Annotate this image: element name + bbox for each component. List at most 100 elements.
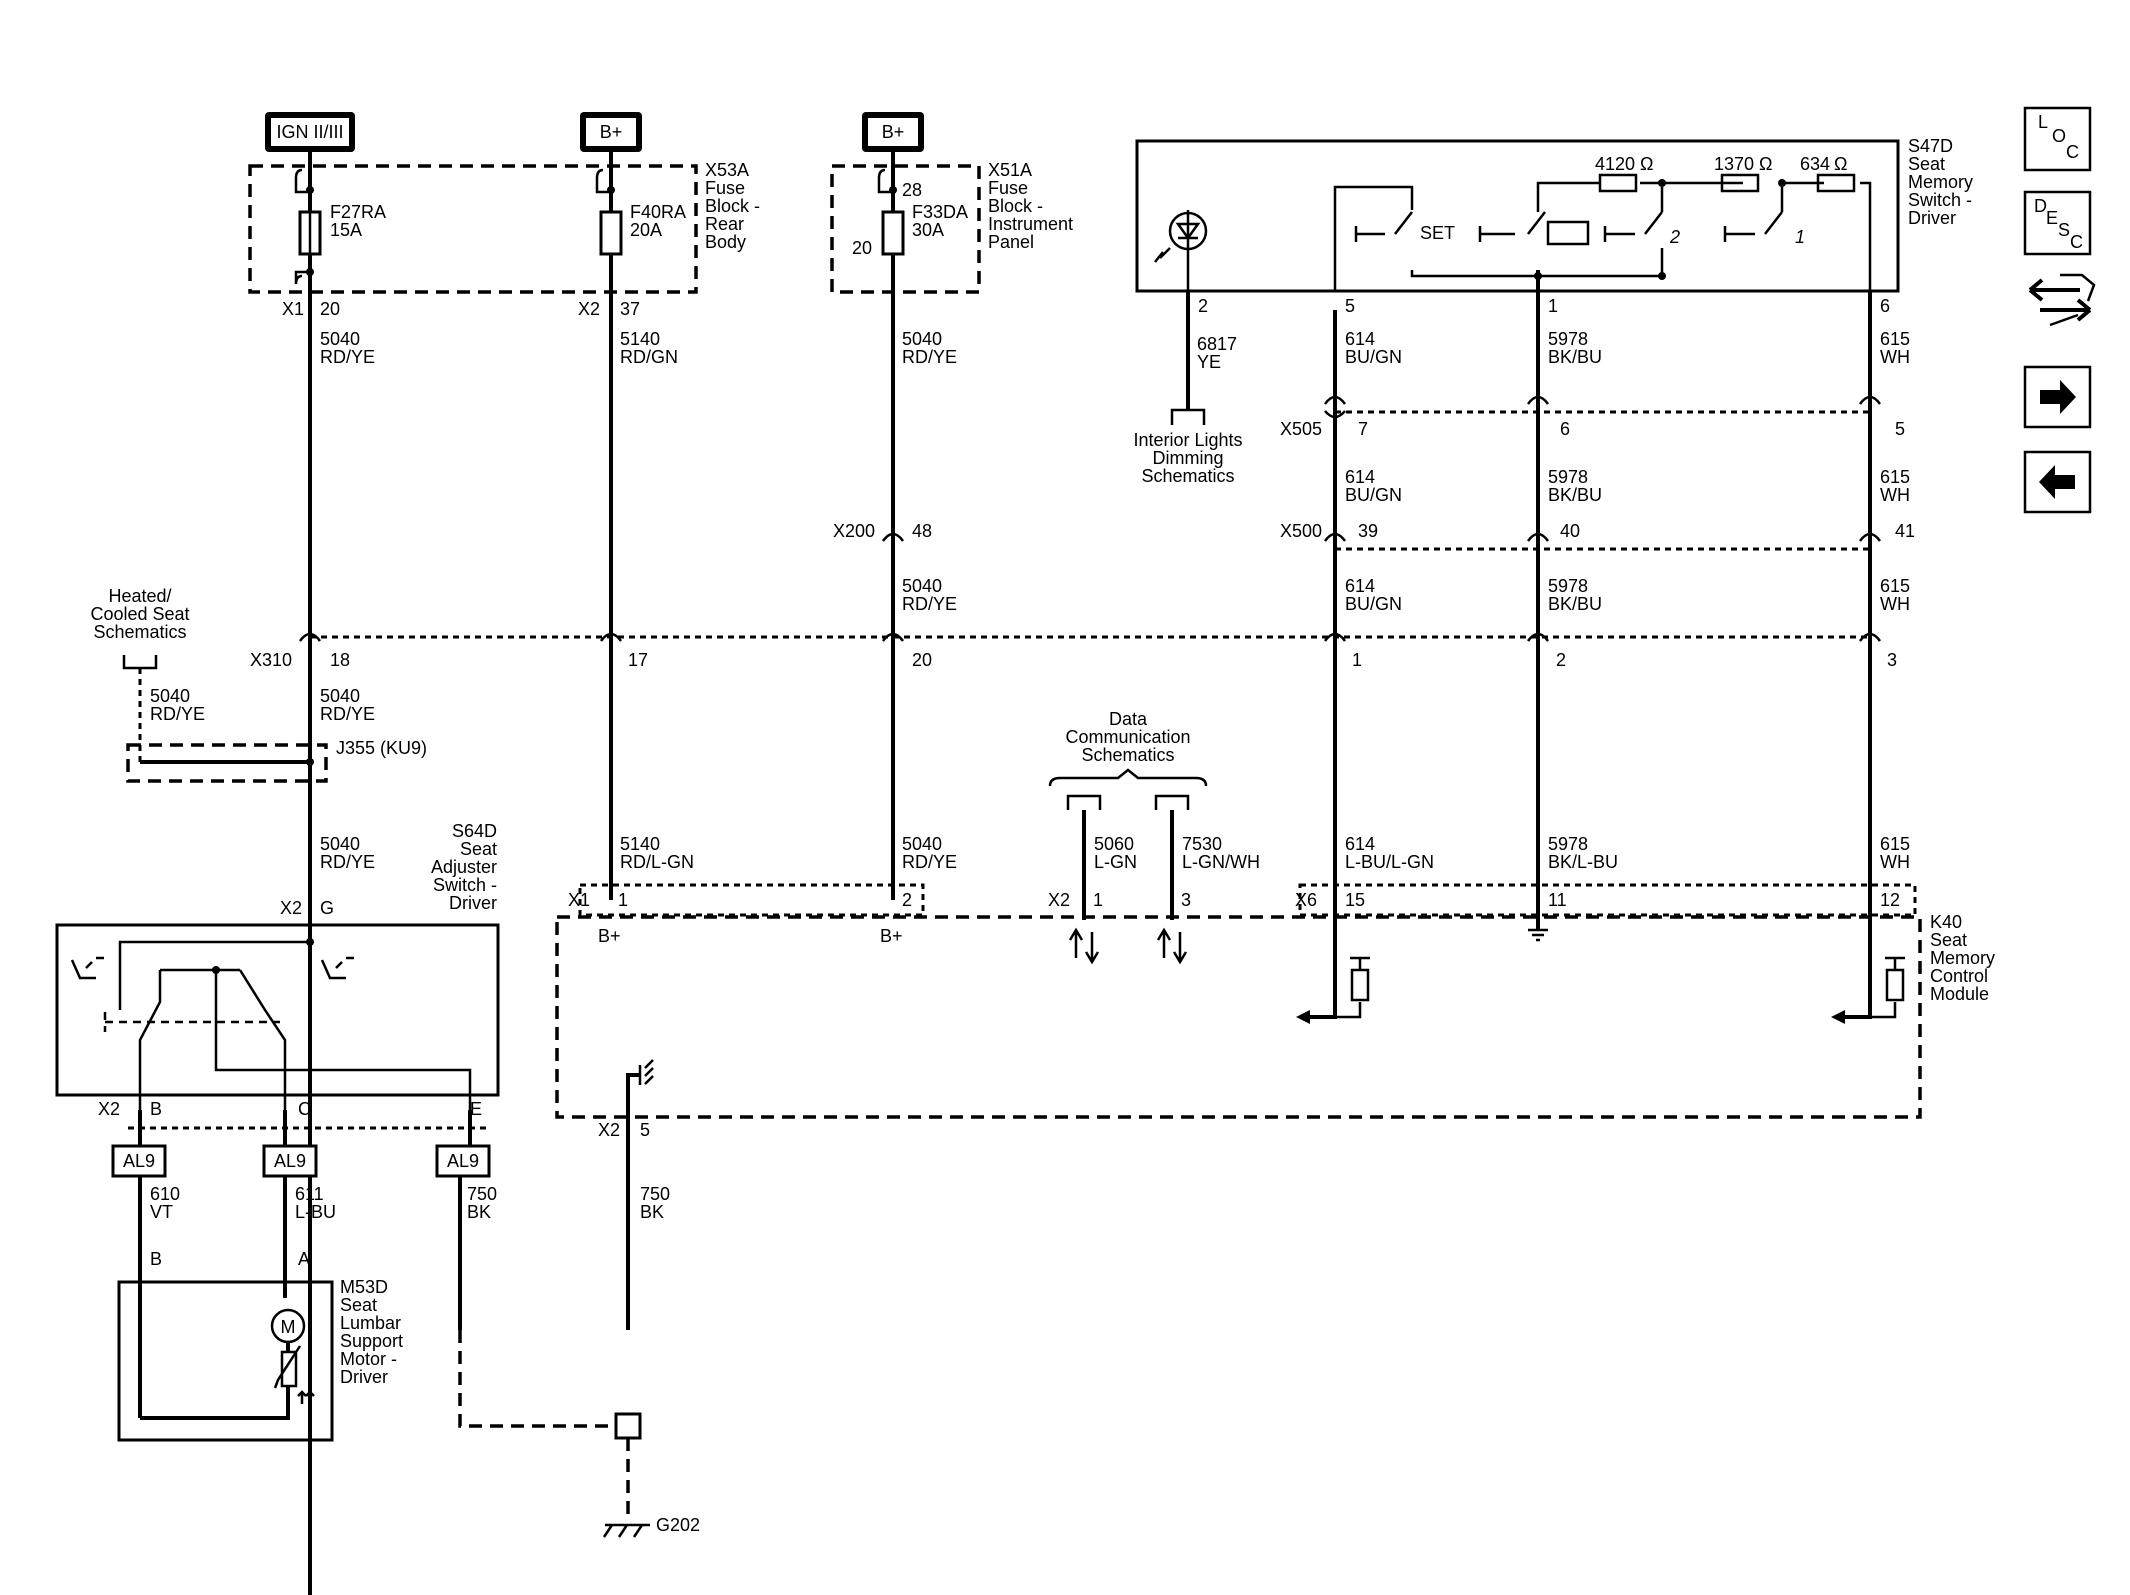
svg-text:RD/YE: RD/YE: [320, 852, 375, 872]
ground-icon: [602, 1523, 650, 1538]
svg-text:O: O: [2052, 126, 2066, 146]
conn-x2-k40: X2: [1048, 890, 1070, 910]
m53d-label: M53D Seat Lumbar Support Motor - Driver: [340, 1277, 403, 1387]
pin-k3: 3: [1181, 890, 1191, 910]
svg-text:610: 610: [150, 1184, 180, 1204]
svg-text:Ω: Ω: [1640, 154, 1653, 174]
k40-x1-connector: [578, 883, 925, 917]
desc-button[interactable]: D E S C: [2023, 190, 2092, 256]
svg-text:BU/GN: BU/GN: [1345, 485, 1402, 505]
svg-text:F33DA: F33DA: [912, 202, 968, 222]
pin-5c: 5: [640, 1120, 650, 1140]
svg-text:BK/BU: BK/BU: [1548, 347, 1602, 367]
svg-text:Adjuster: Adjuster: [431, 857, 497, 877]
conn-x6: X6: [1295, 890, 1317, 910]
pin-k1b: 1: [1093, 890, 1103, 910]
x200-label: X200: [833, 521, 875, 541]
pin-C: C: [298, 1099, 311, 1119]
svg-text:F27RA: F27RA: [330, 202, 386, 222]
pin-B2: B: [150, 1249, 162, 1269]
power-source-bplus-2: B+: [862, 112, 924, 152]
svg-text:M53D: M53D: [340, 1277, 388, 1297]
pin-17: 17: [628, 650, 648, 670]
svg-text:Control: Control: [1930, 966, 1988, 986]
pin-k12: 12: [1880, 890, 1900, 910]
svg-text:750: 750: [640, 1184, 670, 1204]
svg-text:WH: WH: [1880, 485, 1910, 505]
svg-text:WH: WH: [1880, 347, 1910, 367]
loc-button[interactable]: L O C: [2023, 106, 2092, 172]
svg-text:Lumbar: Lumbar: [340, 1313, 401, 1333]
svg-text:Interior Lights: Interior Lights: [1133, 430, 1242, 450]
svg-text:Module: Module: [1930, 984, 1989, 1004]
svg-text:VT: VT: [150, 1202, 173, 1222]
conn-x1-k40: X1: [568, 890, 590, 910]
pin-1b: 1: [1352, 650, 1362, 670]
wire-750a-dashed: [458, 1330, 610, 1428]
x505-label: X505: [1280, 419, 1322, 439]
svg-text:615: 615: [1880, 576, 1910, 596]
pin-48: 48: [912, 521, 932, 541]
pin-k1: 1: [618, 890, 628, 910]
svg-text:BK/L-BU: BK/L-BU: [1548, 852, 1618, 872]
conn-x2-g: X2: [598, 1120, 620, 1140]
svg-text:L: L: [2038, 112, 2048, 132]
conn-x2-bottom: X2: [98, 1099, 120, 1119]
svg-text:YE: YE: [1197, 352, 1221, 372]
pin-k11: 11: [1548, 890, 1567, 910]
svg-text:BK: BK: [640, 1202, 664, 1222]
svg-text:Heated/: Heated/: [108, 586, 171, 606]
svg-text:5040: 5040: [320, 834, 360, 854]
svg-text:Body: Body: [705, 232, 746, 252]
svg-text:Switch -: Switch -: [1908, 190, 1972, 210]
svg-text:RD/L-GN: RD/L-GN: [620, 852, 694, 872]
svg-text:615: 615: [1880, 834, 1910, 854]
svg-text:Seat: Seat: [460, 839, 497, 859]
svg-text:BU/GN: BU/GN: [1345, 594, 1402, 614]
svg-text:Seat: Seat: [340, 1295, 377, 1315]
svg-text:2: 2: [1669, 227, 1680, 247]
fuse-block-rear-body: [248, 164, 698, 294]
power-source-bplus-1: B+: [580, 112, 642, 152]
svg-text:614: 614: [1345, 467, 1375, 487]
k40-x6-connector: [1298, 883, 1917, 917]
svg-text:20A: 20A: [630, 220, 662, 240]
fuse-f33da: 28 F33DA 30A 20: [852, 152, 968, 258]
resistor-4120: [1598, 173, 1638, 193]
svg-text:6817: 6817: [1197, 334, 1237, 354]
svg-text:15A: 15A: [330, 220, 362, 240]
svg-text:28: 28: [902, 180, 922, 200]
svg-text:X51A: X51A: [988, 160, 1032, 180]
x51a-label: X51A Fuse Block - Instrument Panel: [988, 160, 1073, 252]
prev-button[interactable]: [2023, 450, 2092, 514]
pin-39: 39: [1358, 521, 1378, 541]
pin-6b: 6: [1560, 419, 1570, 439]
x500-label: X500: [1280, 521, 1322, 541]
connector-wrench-icon[interactable]: [2028, 273, 2096, 327]
svg-text:5040: 5040: [902, 834, 942, 854]
svg-text:WH: WH: [1880, 852, 1910, 872]
svg-text:X53A: X53A: [705, 160, 749, 180]
next-button[interactable]: [2023, 365, 2092, 429]
s47d-label: S47D Seat Memory Switch - Driver: [1908, 136, 1973, 228]
svg-text:F40RA: F40RA: [630, 202, 686, 222]
svg-text:Memory: Memory: [1930, 948, 1995, 968]
svg-text:AL9: AL9: [123, 1151, 155, 1171]
heated-seat-ref: [122, 655, 158, 670]
arrow-left-icon: [2039, 465, 2075, 499]
pin-37-top: 37: [620, 299, 640, 319]
svg-text:7530: 7530: [1182, 834, 1222, 854]
svg-text:Driver: Driver: [340, 1367, 388, 1387]
j355-label: J355 (KU9): [336, 738, 427, 758]
k40-ground-5978: [1528, 928, 1548, 942]
svg-text:Motor -: Motor -: [340, 1349, 397, 1369]
conn-x2-s64d: X2: [280, 898, 302, 918]
pin-20-top: 20: [320, 299, 340, 319]
pin-B: B: [150, 1099, 162, 1119]
bplus-k40-a: B+: [598, 926, 621, 946]
